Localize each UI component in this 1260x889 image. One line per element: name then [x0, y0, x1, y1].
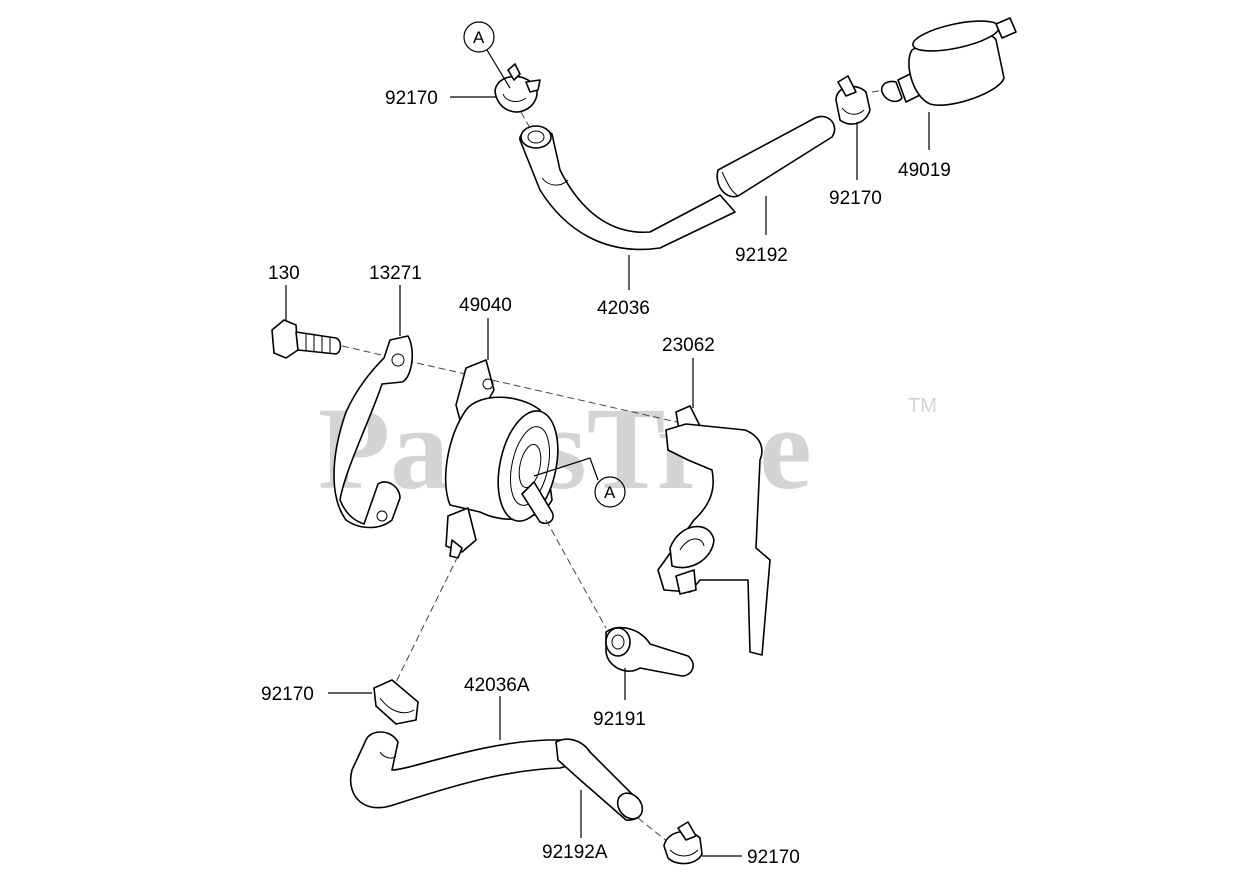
gasket-13271[interactable]	[333, 335, 414, 529]
bolt-130[interactable]	[271, 319, 342, 359]
part-labels: 92170 92170 49019 42036 92192 130 13271 …	[261, 88, 951, 868]
label-92170-bottom[interactable]: 92170	[747, 847, 800, 868]
dash-filter	[871, 89, 885, 93]
hose-92192[interactable]	[716, 115, 836, 198]
label-13271[interactable]: 13271	[369, 263, 422, 284]
callout-a-mid: A	[604, 483, 616, 502]
cap-92191[interactable]	[605, 626, 694, 677]
callout-a-top: A	[473, 28, 485, 47]
callout-a-top-circle	[463, 21, 495, 53]
leader-callout-a-top	[486, 49, 511, 89]
fuel-pump[interactable]	[444, 359, 567, 559]
dash-lower	[395, 555, 459, 683]
leader-callout-a-mid	[533, 457, 599, 481]
label-42036a[interactable]: 42036A	[464, 675, 530, 696]
clamp-92170-filter[interactable]	[835, 75, 871, 125]
clamp-92170-bottom[interactable]	[663, 821, 703, 865]
dash-cap	[545, 519, 607, 629]
label-92170-filter[interactable]: 92170	[829, 188, 882, 209]
label-130[interactable]: 130	[268, 263, 300, 284]
label-92170-lower[interactable]: 92170	[261, 684, 314, 705]
label-92192[interactable]: 92192	[735, 245, 788, 266]
label-23062[interactable]: 23062	[662, 335, 715, 356]
label-42036[interactable]: 42036	[597, 298, 650, 319]
watermark: PartsTree TM	[318, 383, 937, 514]
label-92192a[interactable]: 92192A	[542, 842, 608, 863]
label-49019[interactable]: 49019	[898, 160, 951, 181]
hose-92192a[interactable]	[555, 738, 647, 824]
label-49040[interactable]: 49040	[459, 295, 512, 316]
hose-42036[interactable]	[519, 125, 736, 251]
clamp-92170-lower[interactable]	[373, 679, 419, 725]
watermark-tm: TM	[908, 395, 937, 417]
bracket-23062[interactable]	[657, 405, 771, 656]
clamp-92170-top[interactable]	[494, 63, 541, 113]
hose-42036a[interactable]	[349, 731, 591, 809]
label-92191[interactable]: 92191	[593, 709, 646, 730]
dash-clamp-top	[520, 111, 531, 129]
label-92170-top[interactable]: 92170	[385, 88, 438, 109]
fuel-filter[interactable]	[880, 15, 1017, 106]
dash-bottom	[637, 817, 669, 843]
callout-a-mid-circle	[594, 476, 626, 508]
